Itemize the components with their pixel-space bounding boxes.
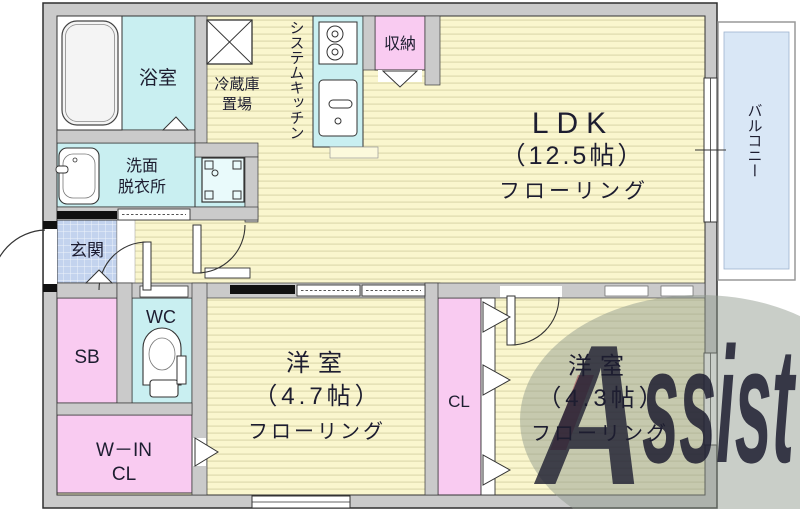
bathtub-icon [56,15,123,131]
closet-label: CL [448,392,470,411]
sb-label: SB [74,347,99,368]
entrance-label: 玄関 [70,241,104,260]
western1-floor-label: フローリング [248,420,386,443]
fridge-label-1: 冷蔵庫 [214,76,259,93]
watermark-red-accent [550,375,594,450]
watermark-ellipse [520,295,800,509]
storage-label: 収納 [384,35,416,53]
entrance-step [116,219,136,284]
bathroom-door-marker [161,116,190,131]
balcony-label: バルコニー [746,103,763,178]
washroom-label-1: 洗面 [126,157,158,175]
entrance-step-marker [84,269,114,284]
vanity-sink-icon [55,147,100,205]
entrance-step-edge [57,211,117,219]
watermark-letter-a: A [533,304,645,509]
windows [251,77,726,509]
closet-area [437,297,482,496]
closet-folding-doors [480,297,512,496]
door-arc [0,229,46,258]
watermark-letters: ssist [642,313,796,497]
walkin-label-2: CL [112,464,136,485]
storage-door [378,70,422,88]
washroom-sliding-door [117,208,191,221]
balcony-deck [723,31,790,270]
western1-sliding-doors [230,284,426,297]
western1-size-label: （4.7帖） [253,383,382,410]
toilet-icon [142,327,187,398]
walkin-door [193,437,219,467]
entrance-tile [56,219,118,284]
stove-icon [318,21,358,65]
fridge-space-icon [206,19,253,65]
hall-door [192,224,251,279]
watermark: A ssist [520,295,800,509]
western2-floor-label: フローリング [531,422,669,445]
kitchen-counter-return [329,146,379,159]
door-arc [510,296,560,346]
door-arc [196,224,246,274]
kitchen-label: システムキッチン [288,20,305,140]
kitchen-sink-icon [318,79,358,137]
bathroom-label: 浴室 [139,67,177,89]
balcony [717,21,796,281]
walkin-closet-area [56,414,193,494]
ldk-size-label: （12.5帖） [501,142,646,170]
ldk-label: LDK [532,107,614,140]
ldk-floor-label: フローリング [499,180,649,203]
wc-label: WC [146,307,176,327]
western1-label: 洋室 [286,350,350,377]
fridge-label-2: 置場 [222,96,252,113]
western2-size-label: （4.3帖） [537,385,666,412]
entrance-door [0,221,57,292]
western2-door [500,285,694,346]
walkin-label-1: W－IN [96,440,152,461]
western2-label: 洋室 [568,353,632,380]
washing-machine-pan-icon [201,157,245,203]
room-labels: 浴室 冷蔵庫 置場 システムキッチン 収納 LDK （12.5帖） フローリング… [70,20,763,485]
washroom-label-2: 脱衣所 [118,178,166,196]
